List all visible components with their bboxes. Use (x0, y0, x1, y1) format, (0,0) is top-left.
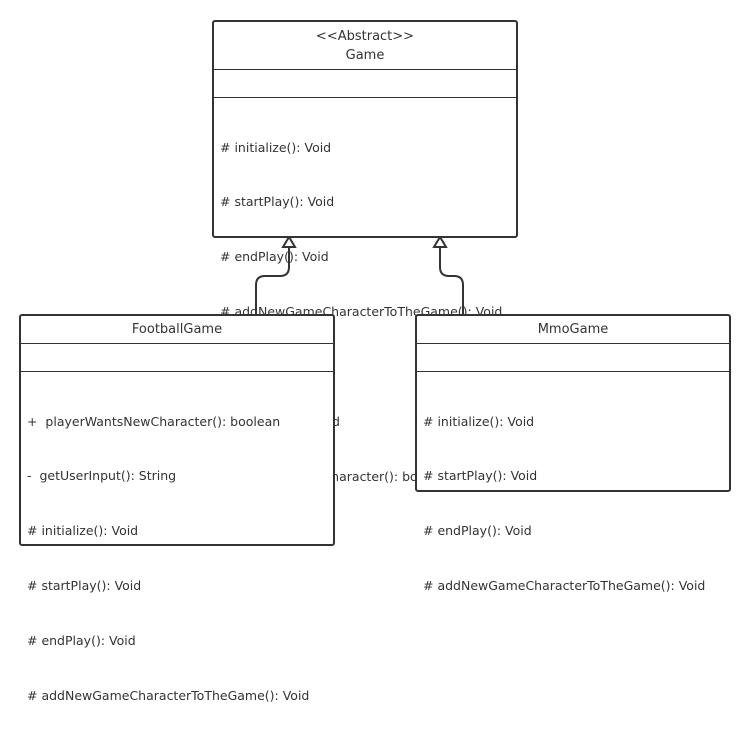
method-item: # startPlay(): Void (220, 194, 335, 210)
method-item: # addNewGameCharacterToTheGame(): Void (423, 578, 706, 594)
method-item: # endPlay(): Void (27, 633, 136, 649)
mmogame-to-game-connector (439, 247, 464, 315)
class-mmogame-header: MmoGame (417, 316, 729, 344)
class-game-attributes (214, 70, 516, 98)
class-game-name: Game (345, 47, 385, 63)
class-mmogame[interactable]: MmoGame # initialize(): Void # startPlay… (415, 314, 731, 593)
inheritance-connectors (255, 235, 464, 315)
class-game-header: <<Abstract>> Game (214, 22, 516, 70)
method-item: # startPlay(): Void (27, 578, 142, 594)
method-item: + playerWantsNewCharacter(): boolean (27, 413, 281, 429)
class-footballgame-methods: + playerWantsNewCharacter(): boolean - g… (21, 372, 333, 742)
footballgame-generalization-arrowhead (281, 235, 297, 248)
method-item: # addNewGameCharacterToTheGame(): Void (27, 688, 310, 704)
class-game-stereotype: <<Abstract>> (315, 28, 415, 44)
class-footballgame-name: FootballGame (131, 322, 223, 337)
class-mmogame-name: MmoGame (537, 322, 609, 337)
method-item: # initialize(): Void (27, 523, 139, 539)
method-item: # startPlay(): Void (423, 468, 538, 484)
method-item: # endPlay(): Void (423, 523, 532, 539)
class-footballgame-header: FootballGame (21, 316, 333, 344)
footballgame-to-game-connector (255, 247, 290, 315)
class-footballgame-attributes (21, 344, 333, 372)
method-item: # initialize(): Void (220, 139, 332, 155)
mmogame-generalization-arrowhead (432, 235, 448, 248)
method-item: - getUserInput(): String (27, 468, 177, 484)
class-game[interactable]: <<Abstract>> Game # initialize(): Void #… (212, 20, 518, 484)
class-footballgame[interactable]: FootballGame + playerWantsNewCharacter()… (19, 314, 335, 703)
method-item: # initialize(): Void (423, 413, 535, 429)
method-item: # endPlay(): Void (220, 249, 329, 265)
class-mmogame-attributes (417, 344, 729, 372)
class-mmogame-methods: # initialize(): Void # startPlay(): Void… (417, 372, 729, 632)
